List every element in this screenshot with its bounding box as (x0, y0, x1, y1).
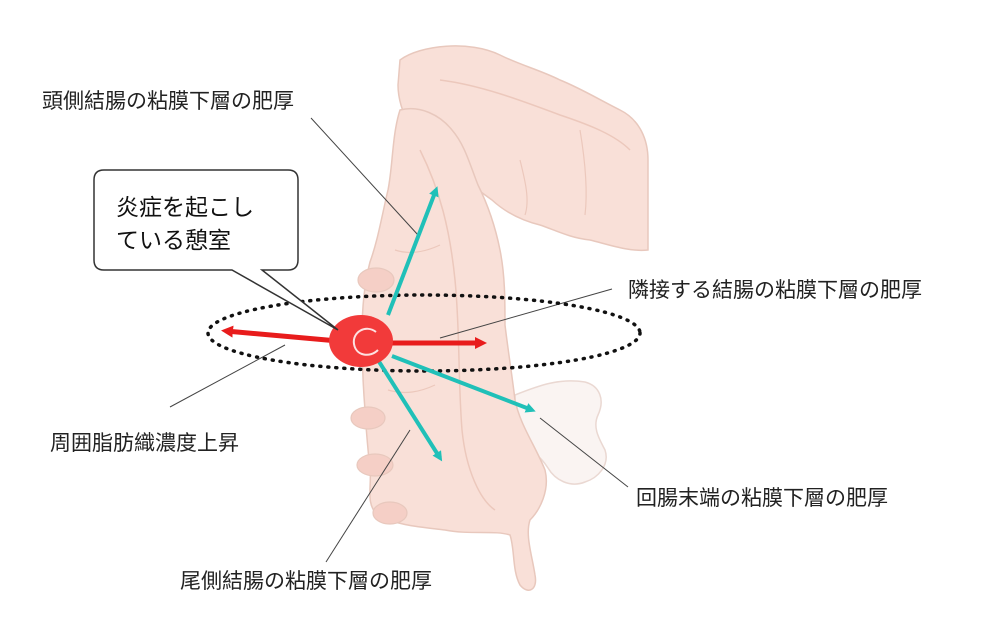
leader-ileum (539, 417, 629, 488)
leader-cranial (310, 117, 419, 236)
leader-caudal (325, 429, 411, 563)
label-perimeter-fat: 周囲脂肪織濃度上昇 (50, 431, 239, 455)
label-caudal-colon: 尾側結腸の粘膜下層の肥厚 (180, 569, 432, 593)
haustra-fold (579, 129, 587, 216)
callout-line-1: 炎症を起こし (116, 195, 254, 221)
haustra-fold (394, 244, 441, 254)
callout-shape (93, 169, 339, 331)
terminal-ileum-shape (514, 380, 607, 485)
label-cranial-colon: 頭側結腸の粘膜下層の肥厚 (42, 89, 294, 113)
haustra-fold (387, 384, 436, 394)
fat-stranding-ellipse (206, 293, 642, 373)
leader-adjacent (439, 288, 613, 339)
taenia-line (439, 79, 631, 151)
red-arrows (221, 325, 487, 349)
callout-line-2: ている憩室 (116, 228, 231, 254)
label-terminal-ileum: 回腸末端の粘膜下層の肥厚 (636, 486, 888, 510)
arrow-red-left (221, 325, 339, 344)
haustra-fold (519, 159, 528, 216)
colon-illustration (350, 45, 649, 591)
label-adjacent-colon: 隣接する結腸の粘膜下層の肥厚 (628, 278, 922, 302)
haustra-lump (372, 501, 408, 525)
arrow-to-caudal (376, 358, 443, 462)
callout-box: 炎症を起こし ている憩室 (93, 169, 339, 331)
diverticulum-opening (352, 327, 379, 356)
arrow-to-ileum (391, 354, 536, 413)
diverticulum-blob (329, 315, 393, 367)
arrow-to-cranial (386, 186, 439, 316)
leader-fat (169, 344, 286, 408)
inflamed-diverticulum (329, 315, 393, 367)
teal-arrows (376, 186, 536, 462)
haustra-lump (357, 267, 395, 293)
haustra-lump (350, 406, 386, 430)
